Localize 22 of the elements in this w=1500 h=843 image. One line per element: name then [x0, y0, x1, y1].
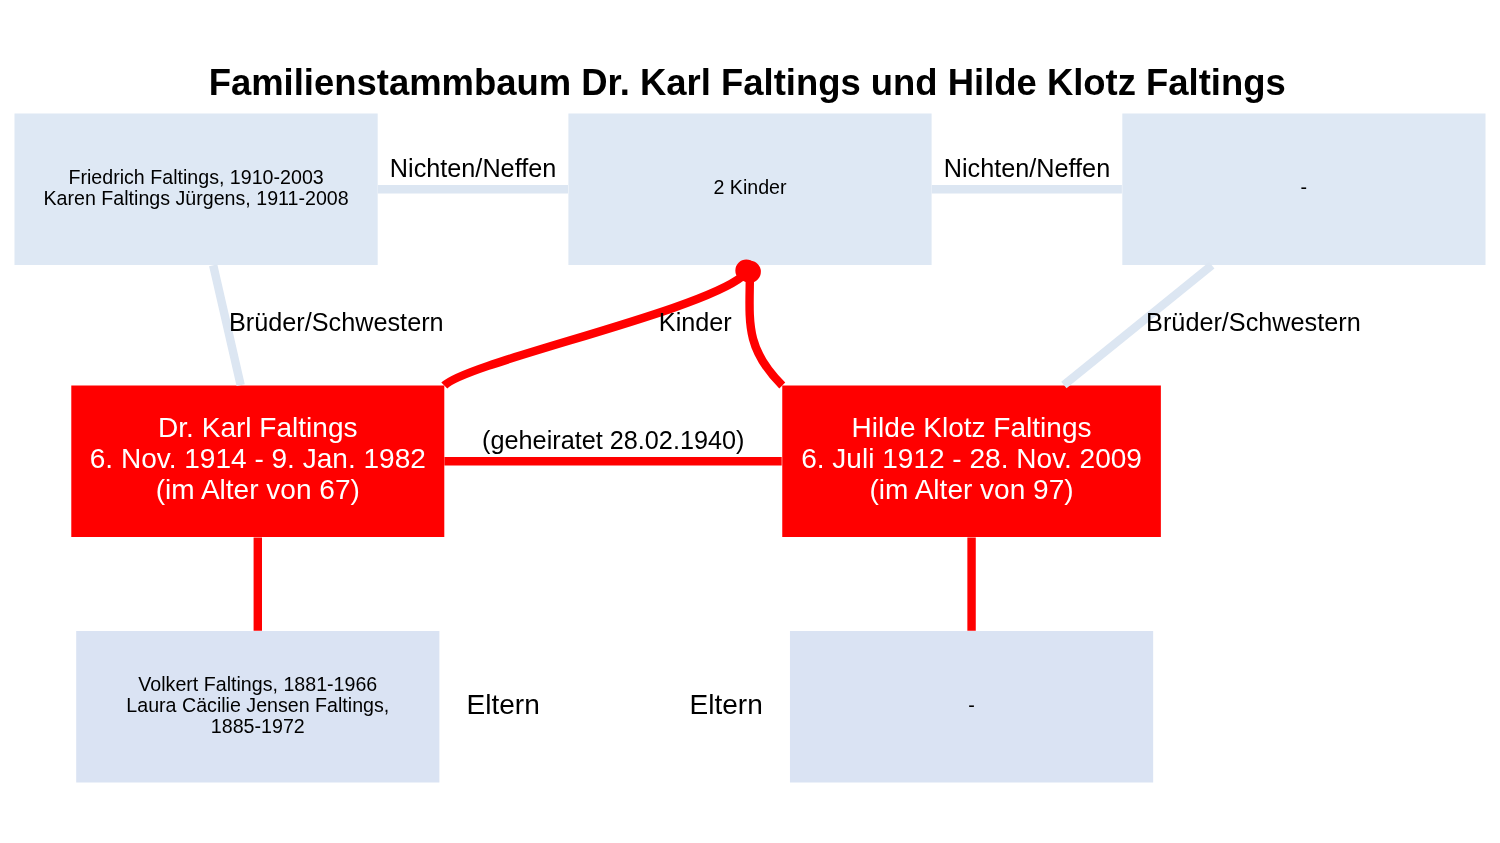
diagram-title: Familienstammbaum Dr. Karl Faltings und Hilde Klotz Faltings: [208, 61, 1286, 103]
node-box: Hilde Klotz Faltings 6. Juli 1912 - 28. Nov. 2009 (im Alter von 97): [782, 385, 1161, 537]
edge-label: Nichten/Neffen: [389, 153, 557, 182]
connector: [377, 184, 568, 193]
connector: [967, 536, 976, 631]
connector: [444, 456, 782, 465]
node-box: Volkert Faltings, 1881-1966 Laura Cäcilie Jensen Faltings, 1885-1972: [76, 630, 440, 782]
connector: [931, 184, 1122, 193]
node-box: Friedrich Faltings, 1910-2003 Karen Faltings Jürgens, 1911-2008: [14, 113, 378, 265]
node-label: Eltern: [689, 688, 763, 720]
connector: [253, 536, 262, 631]
node-box: -: [1122, 113, 1486, 265]
edge-label: Brüder/Schwestern: [229, 307, 444, 336]
edge-label: (geheiratet 28.02.1940): [482, 425, 745, 454]
connector: [209, 263, 245, 386]
node-box: -: [789, 630, 1154, 782]
edge-label: Brüder/Schwestern: [1146, 307, 1361, 336]
node-box: 2 Kinder: [568, 113, 932, 265]
node-label: Eltern: [466, 688, 540, 720]
node-box: Dr. Karl Faltings 6. Nov. 1914 - 9. Jan. 1982 (im Alter von 67): [71, 385, 445, 537]
edge-label: Kinder: [658, 307, 732, 336]
edge-label: Nichten/Neffen: [943, 153, 1111, 182]
